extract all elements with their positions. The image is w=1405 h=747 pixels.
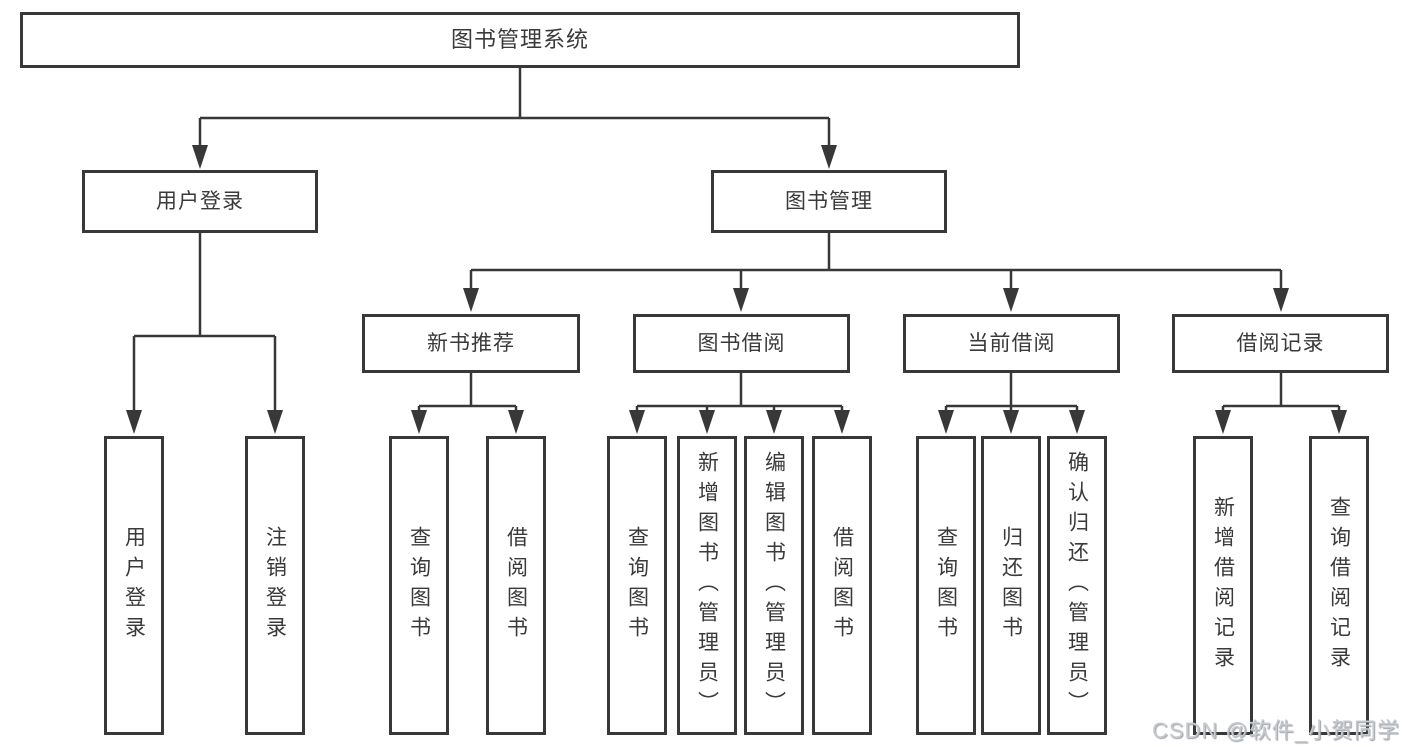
arrowhead-icon — [1003, 410, 1019, 434]
arrowhead-icon — [411, 410, 427, 434]
arrowhead-icon — [463, 288, 479, 312]
node-new-book-recommend-label: 新书推荐 — [427, 332, 515, 355]
arrowhead-icon — [766, 410, 782, 434]
arrowhead-icon — [126, 410, 142, 434]
leaf-add-borrow-record: 新增借阅记录 — [1193, 436, 1253, 735]
arrowhead-icon — [1331, 410, 1347, 434]
arrowhead-icon — [938, 410, 954, 434]
node-root: 图书管理系统 — [20, 12, 1020, 68]
leaf-query-books-1-label: 查询图书 — [407, 525, 431, 646]
leaf-query-books-2-label: 查询图书 — [625, 525, 649, 646]
arrowhead-icon — [508, 410, 524, 434]
leaf-return-book-label: 归还图书 — [999, 525, 1023, 646]
connector-borrowrecords-to-leaves — [1221, 373, 1341, 411]
leaf-confirm-return-admin-label: 确认归还（管理员） — [1065, 450, 1089, 721]
leaf-add-book-admin: 新增图书（管理员） — [677, 436, 737, 735]
connector-userlogin-to-leaves — [132, 233, 277, 411]
leaf-query-books-2: 查询图书 — [607, 436, 667, 735]
leaf-query-books-3-label: 查询图书 — [934, 525, 958, 646]
arrowhead-icon — [629, 410, 645, 434]
node-borrowing-records-label: 借阅记录 — [1236, 332, 1325, 355]
node-user-login: 用户登录 — [82, 170, 318, 233]
leaf-add-borrow-record-label: 新增借阅记录 — [1211, 495, 1235, 676]
leaf-logout-label: 注销登录 — [263, 525, 287, 646]
arrowhead-icon — [821, 145, 837, 169]
arrowhead-icon — [1215, 410, 1231, 434]
leaf-add-book-admin-label: 新增图书（管理员） — [695, 450, 719, 721]
node-book-borrowing-label: 图书借阅 — [697, 332, 786, 355]
leaf-borrow-books-1-label: 借阅图书 — [504, 525, 528, 646]
leaf-confirm-return-admin: 确认归还（管理员） — [1047, 436, 1107, 735]
node-current-borrowing-label: 当前借阅 — [967, 332, 1056, 355]
connector-bookmgmt-to-level3 — [469, 233, 1283, 289]
arrowhead-icon — [834, 410, 850, 434]
node-borrowing-records: 借阅记录 — [1172, 314, 1389, 373]
node-book-management-label: 图书管理 — [785, 190, 873, 213]
node-book-borrowing: 图书借阅 — [633, 314, 850, 373]
node-user-login-label: 用户登录 — [156, 190, 244, 213]
leaf-query-borrow-record-label: 查询借阅记录 — [1327, 495, 1351, 676]
leaf-borrow-books-2-label: 借阅图书 — [830, 525, 854, 646]
connector-root-to-level2 — [198, 68, 831, 146]
node-new-book-recommend: 新书推荐 — [362, 314, 580, 373]
arrowhead-icon — [699, 410, 715, 434]
leaf-user-login-label: 用户登录 — [122, 525, 146, 646]
leaf-query-books-1: 查询图书 — [389, 436, 449, 735]
leaf-logout: 注销登录 — [245, 436, 305, 735]
connector-bookborrow-to-leaves — [635, 373, 844, 411]
node-root-label: 图书管理系统 — [450, 27, 589, 52]
connector-newbookrec-to-leaves — [417, 373, 518, 411]
leaf-edit-book-admin-label: 编辑图书（管理员） — [762, 450, 786, 721]
leaf-query-books-3: 查询图书 — [916, 436, 976, 735]
node-current-borrowing: 当前借阅 — [903, 314, 1120, 373]
leaf-query-borrow-record: 查询借阅记录 — [1309, 436, 1369, 735]
arrowhead-icon — [1069, 410, 1085, 434]
arrowhead-icon — [192, 145, 208, 169]
connector-currentborrow-to-leaves — [944, 373, 1079, 411]
arrowhead-icon — [733, 288, 749, 312]
arrowhead-icon — [1003, 288, 1019, 312]
arrowhead-icon — [267, 410, 283, 434]
arrowhead-group — [126, 145, 1347, 434]
arrowhead-icon — [1273, 288, 1289, 312]
leaf-edit-book-admin: 编辑图书（管理员） — [744, 436, 804, 735]
leaf-borrow-books-1: 借阅图书 — [486, 436, 546, 735]
leaf-borrow-books-2: 借阅图书 — [812, 436, 872, 735]
node-book-management: 图书管理 — [711, 170, 947, 233]
leaf-user-login: 用户登录 — [104, 436, 164, 735]
leaf-return-book: 归还图书 — [981, 436, 1041, 735]
csdn-watermark: CSDN @软件_小贺同学 — [1151, 718, 1400, 743]
